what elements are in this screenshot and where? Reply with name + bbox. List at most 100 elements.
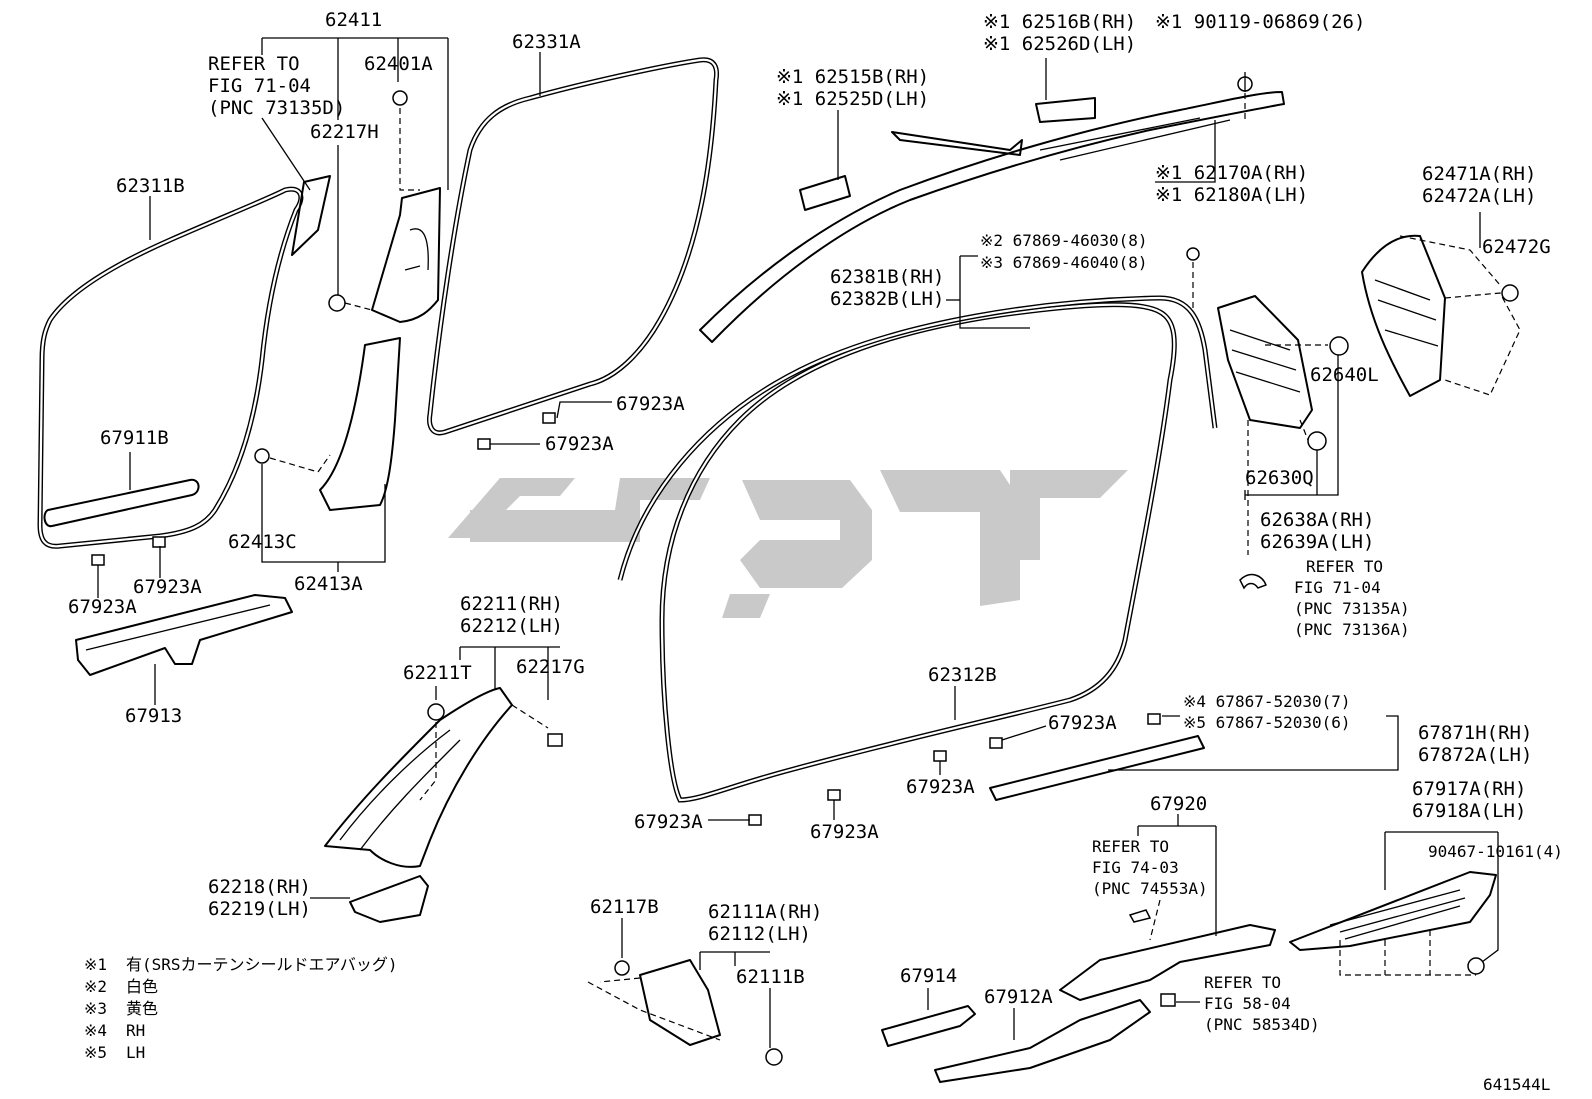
- label-67871h: 67871H(RH): [1418, 722, 1532, 744]
- label-67923a-4: 67923A: [68, 596, 137, 618]
- label-62112: 62112(LH): [708, 923, 811, 945]
- label-62111b: 62111B: [736, 966, 805, 988]
- label-62381b: 62381B(RH): [830, 266, 944, 288]
- label-62212: 62212(LH): [460, 615, 563, 637]
- rear-scuff-plate-67912a: [934, 999, 1151, 1083]
- label-62516b: ※1 62516B(RH): [983, 11, 1136, 33]
- refer-a-line3: (PNC 73135D): [208, 97, 345, 119]
- label-62217g: 62217G: [516, 656, 585, 678]
- back-door-weatherstrip-62312b: [659, 302, 1177, 803]
- label-62117b: 62117B: [590, 896, 659, 918]
- quarter-pillar-trim-62638a: [1217, 295, 1313, 429]
- label-62640l: 62640L: [1310, 364, 1379, 386]
- label-62382b: 62382B(LH): [830, 288, 944, 310]
- refer-a-line1: REFER TO: [208, 53, 300, 75]
- leader-lines: [97, 37, 1521, 1048]
- label-67918a: 67918A(LH): [1412, 800, 1526, 822]
- refer-d-line1: REFER TO: [1204, 973, 1281, 992]
- label-62111a: 62111A(RH): [708, 901, 822, 923]
- front-scuff-plate-67913: [75, 594, 293, 676]
- label-67914: 67914: [900, 965, 957, 987]
- refer-b-line3: (PNC 73135A): [1294, 599, 1410, 618]
- rear-door-scuff-plate-67920: [1059, 924, 1276, 1001]
- label-67923a-2: 67923A: [545, 433, 614, 455]
- label-67912a: 67912A: [984, 986, 1053, 1008]
- label-62413a: 62413A: [294, 573, 363, 595]
- label-67869b: ※3 67869-46040(8): [980, 253, 1148, 272]
- cowl-side-trim-62111a: [639, 959, 721, 1046]
- refer-d-line3: (PNC 58534D): [1204, 1015, 1320, 1034]
- front-door-weatherstrip-62311b: [37, 186, 304, 549]
- label-67923a-6: 67923A: [906, 776, 975, 798]
- label-67917a: 67917A(RH): [1412, 778, 1526, 800]
- refer-c-line3: (PNC 74553A): [1092, 879, 1208, 898]
- legend-mark-5: ※5: [84, 1043, 107, 1062]
- label-67867b: ※5 67867-52030(6): [1183, 713, 1351, 732]
- legend-text-1: 有(SRSカーテンシールドエアバッグ): [126, 955, 398, 974]
- quarter-trim-62471a: [1361, 234, 1446, 397]
- refer-b-line2: FIG 71-04: [1294, 578, 1381, 597]
- center-pillar-garnish-lower-62413a: [319, 337, 401, 511]
- label-67923a-8: 67923A: [634, 811, 703, 833]
- legend-mark-2: ※2: [84, 977, 107, 996]
- footnote-legend: ※1 有(SRSカーテンシールドエアバッグ) ※2 白色 ※3 黄色 ※4 RH…: [84, 955, 398, 1062]
- refer-d-line2: FIG 58-04: [1204, 994, 1291, 1013]
- label-62211t: 62211T: [403, 662, 472, 684]
- legend-text-2: 白色: [126, 977, 158, 996]
- diagram-id: 641544L: [1483, 1075, 1550, 1094]
- label-62218: 62218(RH): [208, 876, 311, 898]
- label-62180a: ※1 62180A(LH): [1155, 184, 1308, 206]
- label-62471a: 62471A(RH): [1422, 163, 1536, 185]
- refer-b-line1: REFER TO: [1306, 557, 1383, 576]
- legend-text-3: 黄色: [126, 999, 158, 1018]
- fastener-clips: [91, 90, 1519, 1066]
- legend-text-5: LH: [126, 1043, 145, 1062]
- label-62211: 62211(RH): [460, 593, 563, 615]
- label-62515b: ※1 62515B(RH): [776, 66, 929, 88]
- label-67923a-5: 67923A: [1048, 712, 1117, 734]
- label-67869a: ※2 67869-46030(8): [980, 231, 1148, 250]
- refer-c-line1: REFER TO: [1092, 837, 1169, 856]
- legend-mark-4: ※4: [84, 1021, 107, 1040]
- center-pillar-garnish-upper-62411: [371, 187, 441, 323]
- label-90467: 90467-10161(4): [1428, 842, 1563, 861]
- label-62413c: 62413C: [228, 531, 297, 553]
- label-90119: ※1 90119-06869(26): [1155, 11, 1365, 33]
- part-labels: 62411 REFER TO FIG 71-04 (PNC 73135D) 62…: [68, 9, 1563, 1034]
- label-62312b: 62312B: [928, 664, 997, 686]
- label-67911b: 67911B: [100, 427, 169, 449]
- front-pillar-garnish-62211: [324, 687, 513, 923]
- legend-text-4: RH: [126, 1021, 145, 1040]
- refer-c-line2: FIG 74-03: [1092, 858, 1179, 877]
- label-67920: 67920: [1150, 793, 1207, 815]
- curtain-airbag-62170a: [699, 72, 1285, 343]
- rear-scuff-plate-67917a: [1289, 871, 1497, 951]
- label-62217h: 62217H: [310, 121, 379, 143]
- legend-mark-1: ※1: [84, 955, 107, 974]
- rear-door-weatherstrip-62331a: [427, 57, 720, 436]
- legend-mark-3: ※3: [84, 999, 107, 1018]
- label-62639a: 62639A(LH): [1260, 531, 1374, 553]
- label-67923a-7: 67923A: [810, 821, 879, 843]
- label-62401a: 62401A: [364, 53, 433, 75]
- label-67923a-3: 67923A: [133, 576, 202, 598]
- label-67867a: ※4 67867-52030(7): [1183, 692, 1351, 711]
- label-62411: 62411: [325, 9, 382, 31]
- refer-a-line2: FIG 71-04: [208, 75, 311, 97]
- center-pillar-trim-piece: [291, 175, 331, 256]
- label-67872a: 67872A(LH): [1418, 744, 1532, 766]
- label-62311b: 62311B: [116, 175, 185, 197]
- label-62630q: 62630Q: [1245, 467, 1314, 489]
- label-67923a-1: 67923A: [616, 393, 685, 415]
- label-62170a: ※1 62170A(RH): [1155, 162, 1308, 184]
- label-62638a: 62638A(RH): [1260, 509, 1374, 531]
- refer-b-line4: (PNC 73136A): [1294, 620, 1410, 639]
- label-62331a: 62331A: [512, 31, 581, 53]
- label-62526d: ※1 62526D(LH): [983, 33, 1136, 55]
- label-67913: 67913: [125, 705, 182, 727]
- label-62525d: ※1 62525D(LH): [776, 88, 929, 110]
- label-62219: 62219(LH): [208, 898, 311, 920]
- label-62472a: 62472A(LH): [1422, 185, 1536, 207]
- label-62472g: 62472G: [1482, 236, 1551, 258]
